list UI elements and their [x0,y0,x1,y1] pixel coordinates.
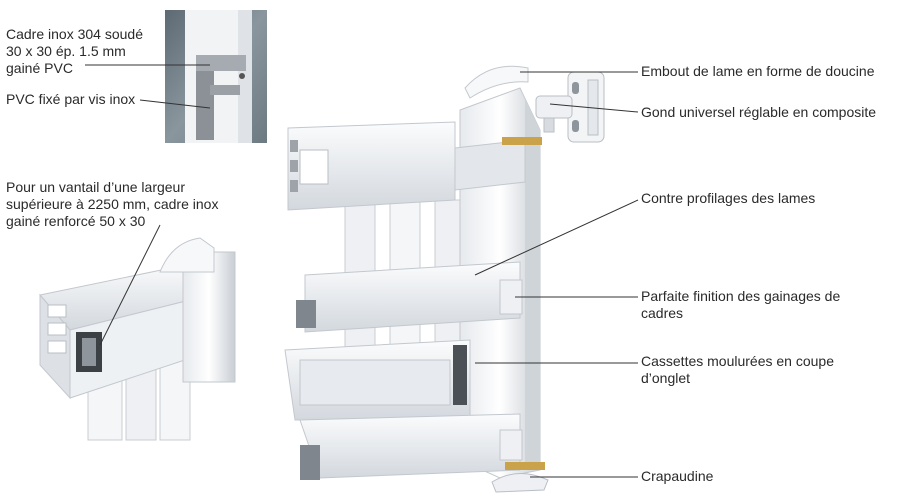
hinge [535,71,605,143]
gate-assembly [284,65,549,493]
label-line: Cadre inox 304 soudé [6,26,143,42]
leader-lines [85,64,639,478]
label-end-cap: Embout de lame en forme de doucine [641,63,875,79]
label-line: cadres [641,305,684,321]
label-line: d’onglet [641,370,691,386]
label-line: gainé renforcé 50 x 30 [6,213,146,229]
inset-reinforced-frame [39,237,236,441]
label-pvc-screw: PVC fixé par vis inox [6,91,136,107]
label-line: supérieure à 2250 mm, cadre inox [6,196,219,212]
label-leaf-width: Pour un vantail d’une largeur supérieure… [6,179,218,230]
pivot-shoe [491,473,549,493]
label-cassettes: Cassettes moulurées en coupe d’onglet [641,353,834,387]
label-frame-inox: Cadre inox 304 soudé 30 x 30 ép. 1.5 mm … [6,26,143,77]
inset-frame-detail [165,10,267,143]
label-frame-finish: Parfaite finition des gainages de cadres [641,288,840,322]
label-line: Cassettes moulurées en coupe [641,353,834,369]
label-line: 30 x 30 ép. 1.5 mm [6,43,126,59]
label-line: Parfaite finition des gainages de [641,288,841,304]
label-hinge: Gond universel réglable en composite [641,104,877,120]
label-line: gainé PVC [6,60,73,76]
label-line: Pour un vantail d’une largeur [6,179,186,195]
end-cap [464,65,529,99]
label-pivot: Crapaudine [641,468,714,484]
label-counter-profiles: Contre profilages des lames [641,190,816,206]
